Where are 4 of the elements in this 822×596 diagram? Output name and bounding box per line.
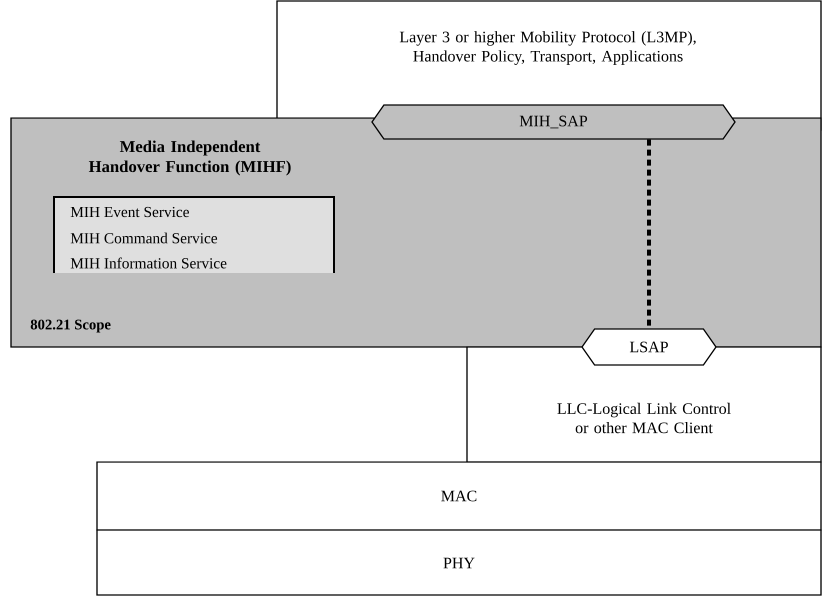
dotted-connector xyxy=(647,140,651,328)
service-list-box: MIH Event Service MIH Command Service MIH Information Service xyxy=(53,196,335,273)
mac-layer-box: MAC xyxy=(96,461,822,531)
phy-layer-box: PHY xyxy=(96,529,822,596)
